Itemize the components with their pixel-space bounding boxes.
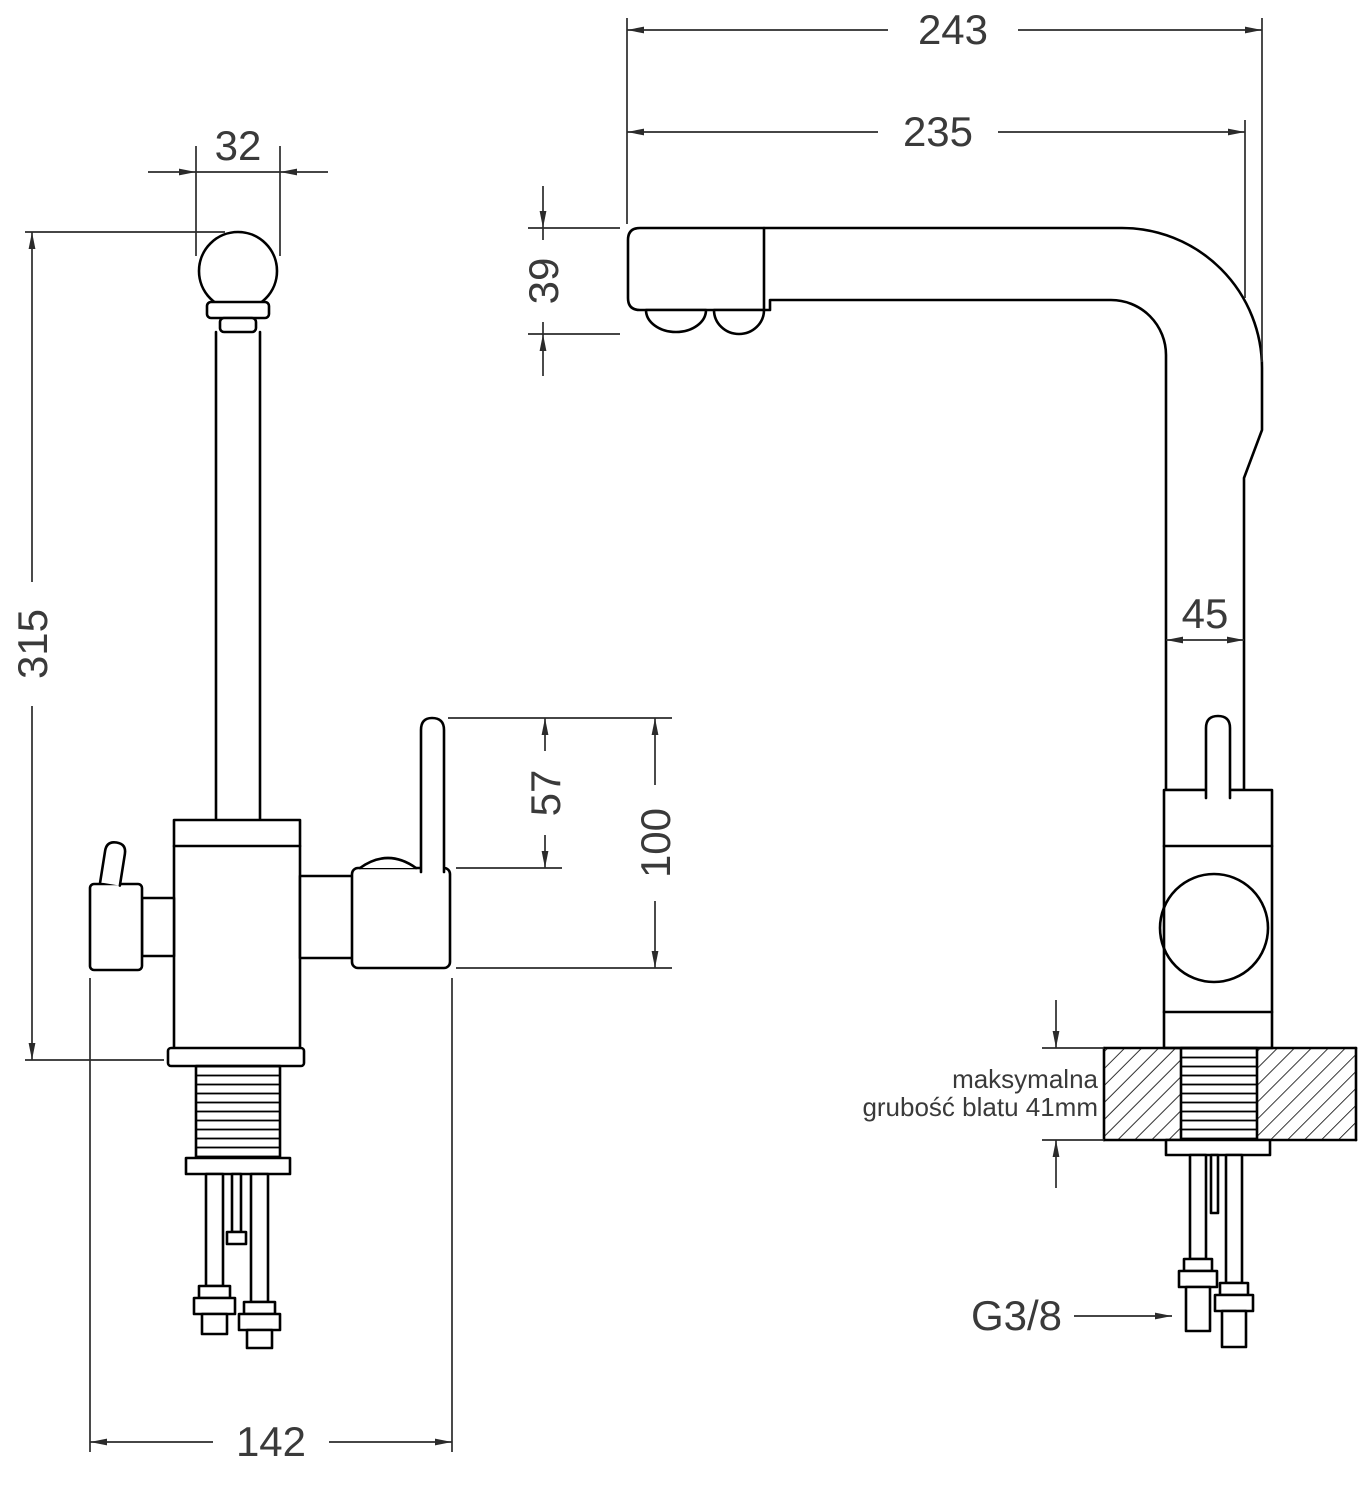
dimension-100-label: 100 bbox=[632, 808, 679, 878]
dimension-39 bbox=[528, 186, 620, 376]
front-body bbox=[172, 818, 302, 1052]
front-spout-outlet-block bbox=[205, 300, 271, 320]
dimension-142-label: 142 bbox=[236, 1418, 306, 1465]
dimension-235 bbox=[627, 120, 1246, 298]
front-filter-cylinder bbox=[88, 882, 144, 972]
dimension-315-label: 315 bbox=[9, 609, 56, 679]
dimension-243 bbox=[626, 18, 1263, 362]
dimension-45-label: 45 bbox=[1182, 590, 1229, 637]
front-base-flange bbox=[166, 1046, 306, 1068]
faucet-front-view bbox=[88, 230, 452, 1350]
dimension-235-label: 235 bbox=[903, 108, 973, 155]
dimension-39-label: 39 bbox=[520, 258, 567, 305]
side-handle-lever bbox=[1204, 714, 1232, 800]
side-body-cartridge-circle bbox=[1158, 872, 1270, 984]
g38-label: G3/8 bbox=[971, 1292, 1062, 1339]
front-handle-lever bbox=[419, 716, 446, 874]
side-aerator-rear bbox=[712, 308, 766, 336]
counter-note-line1: maksymalna bbox=[952, 1064, 1098, 1094]
side-supply-hoses bbox=[1177, 1153, 1255, 1349]
dimension-57 bbox=[448, 717, 672, 869]
front-handle-connector bbox=[298, 874, 356, 960]
front-handle-cylinder bbox=[350, 866, 452, 970]
front-filter-lever bbox=[98, 841, 127, 887]
front-aerator bbox=[218, 316, 258, 334]
dimension-labels: 32 315 142 57 100 243 235 39 45 maksymal… bbox=[9, 6, 1228, 1465]
dimension-315 bbox=[25, 231, 225, 1061]
dimension-100 bbox=[456, 718, 672, 969]
side-threaded-shank bbox=[1179, 1046, 1259, 1142]
dimension-32-label: 32 bbox=[215, 122, 262, 169]
dimension-57-label: 57 bbox=[522, 770, 569, 817]
front-spout-ball bbox=[197, 230, 279, 312]
front-threaded-shank bbox=[194, 1064, 282, 1160]
side-body bbox=[1162, 788, 1274, 1050]
side-spout-outline bbox=[626, 226, 1264, 792]
dimension-142 bbox=[89, 978, 453, 1452]
counter-note-line2: grubość blatu 41mm bbox=[862, 1092, 1098, 1122]
front-handle-dome bbox=[358, 856, 418, 870]
faucet-side-view bbox=[626, 226, 1358, 1349]
front-mounting-nut bbox=[184, 1156, 292, 1176]
side-aerator-front bbox=[644, 308, 708, 334]
dimension-32 bbox=[148, 146, 328, 256]
dimension-counter-thickness bbox=[1042, 1000, 1104, 1188]
dimension-annotations bbox=[25, 18, 1263, 1452]
front-supply-hoses bbox=[192, 1172, 282, 1350]
front-filter-connector bbox=[140, 896, 176, 958]
side-mounting-washer bbox=[1164, 1138, 1272, 1157]
dimension-243-label: 243 bbox=[918, 6, 988, 53]
